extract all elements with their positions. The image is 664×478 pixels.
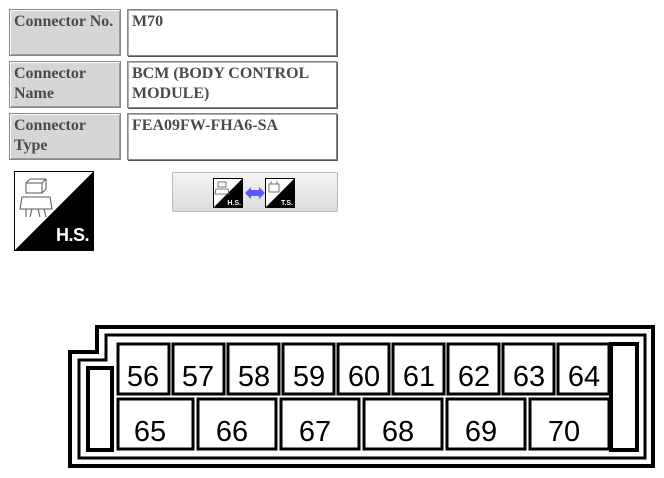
pin-cell-67: 67 (279, 397, 361, 451)
pin-cell-58: 58 (226, 342, 281, 396)
pin-label-63: 63 (513, 361, 545, 393)
pin-label-61: 61 (403, 361, 435, 393)
connector-name-label: Connector Name (9, 61, 121, 108)
pin-cell-70: 70 (528, 397, 611, 451)
pin-cell-60: 60 (336, 342, 391, 396)
left-latch (86, 366, 114, 452)
pin-cell-62: 62 (446, 342, 501, 396)
connector-type-value: FEA09FW-FHA6-SA (127, 113, 337, 160)
pin-label-70: 70 (548, 416, 580, 448)
pin-cell-57: 57 (171, 342, 226, 396)
pin-cell-66: 66 (196, 397, 278, 451)
pin-cell-61: 61 (391, 342, 446, 396)
connector-housing-outer (68, 325, 655, 468)
swap-arrow-icon (245, 187, 265, 199)
pin-cell-64: 64 (556, 342, 611, 396)
pin-cell-63: 63 (501, 342, 556, 396)
pin-label-56: 56 (127, 361, 159, 393)
ts-mini-icon: T.S. (265, 178, 295, 208)
connector-type-label: Connector Type (9, 113, 121, 160)
pin-cell-68: 68 (362, 397, 444, 451)
harness-side-view-icon: H.S. (14, 171, 94, 251)
pin-label-62: 62 (458, 361, 490, 393)
pin-label-64: 64 (568, 361, 600, 393)
pin-cell-65: 65 (116, 397, 195, 451)
connector-no-value: M70 (127, 9, 337, 56)
pin-cell-69: 69 (445, 397, 527, 451)
pin-label-59: 59 (293, 361, 325, 393)
connector-name-value: BCM (BODY CONTROL MODULE) (127, 61, 337, 108)
pin-cell-59: 59 (281, 342, 336, 396)
harness-side-connector-icon (14, 171, 94, 251)
pin-cell-56: 56 (116, 342, 171, 396)
pin-label-69: 69 (465, 416, 497, 448)
hs-mini-icon: H.S. (213, 178, 243, 208)
connector-no-row: Connector No. M70 (9, 9, 337, 56)
pin-label-58: 58 (238, 361, 270, 393)
right-latch (609, 342, 639, 452)
pin-label-57: 57 (182, 361, 214, 393)
connector-name-row: Connector Name BCM (BODY CONTROL MODULE) (9, 61, 337, 108)
view-toggle-button[interactable]: H.S. T.S. (172, 172, 338, 212)
hs-icon-label: H.S. (55, 225, 90, 245)
connector-type-row: Connector Type FEA09FW-FHA6-SA (9, 113, 337, 160)
pin-label-68: 68 (382, 416, 414, 448)
hs-mini-label: H.S. (227, 200, 241, 207)
pin-label-67: 67 (299, 416, 331, 448)
connector-info-table: Connector No. M70 Connector Name BCM (BO… (9, 9, 337, 165)
connector-no-label: Connector No. (9, 9, 121, 56)
ts-mini-label: T.S. (280, 200, 293, 207)
connector-housing-inner (77, 333, 647, 460)
pin-label-60: 60 (348, 361, 380, 393)
pin-label-65: 65 (134, 416, 166, 448)
pin-label-66: 66 (216, 416, 248, 448)
